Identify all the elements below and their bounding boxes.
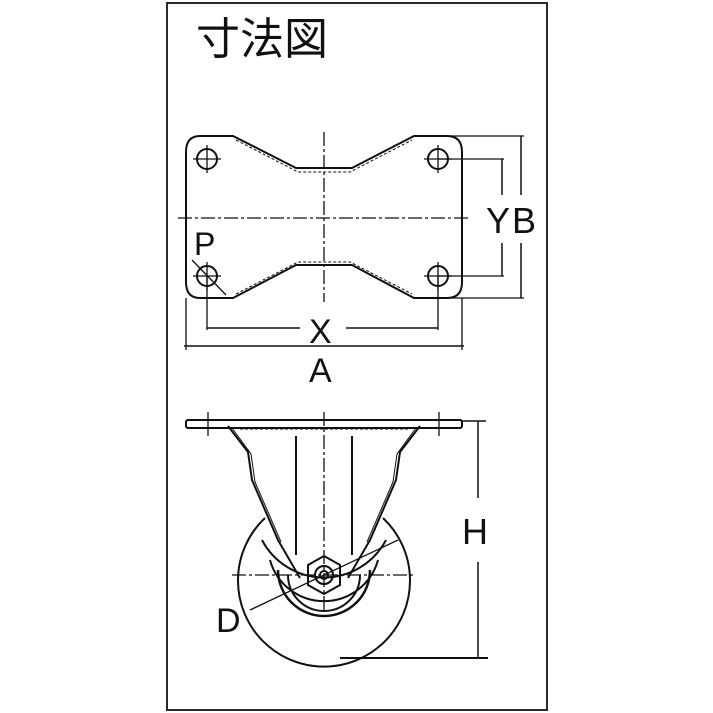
label-x: X (309, 313, 332, 351)
caster-side-view (185, 412, 488, 668)
top-plate-view (178, 132, 524, 350)
axle-nut-icon (307, 554, 341, 596)
label-y: Y (486, 200, 510, 241)
label-h: H (462, 511, 488, 552)
bolt-hole-icon (193, 145, 221, 173)
label-b: B (512, 200, 536, 241)
label-d: D (216, 602, 241, 640)
drawing-title: 寸法図 (196, 14, 328, 65)
drawing-frame (166, 2, 548, 711)
label-p: P (194, 226, 215, 262)
label-a: A (309, 352, 332, 390)
